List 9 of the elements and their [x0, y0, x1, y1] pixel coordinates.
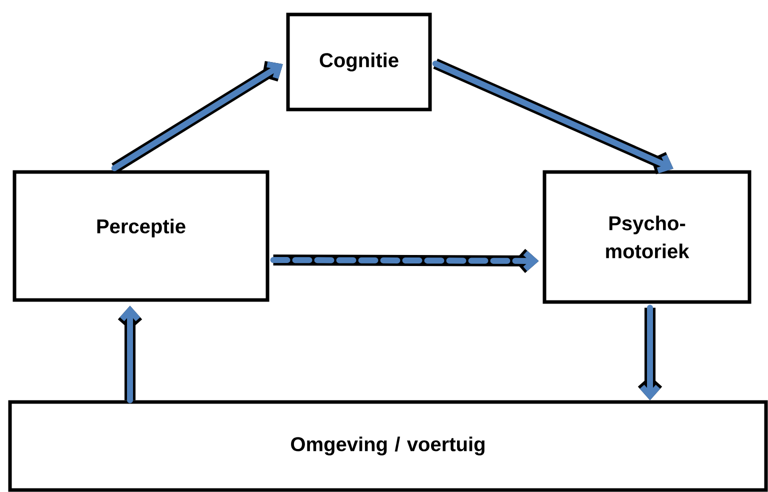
process-box: Cognitie: [286, 12, 432, 112]
arrow: [111, 60, 283, 173]
process-box: Psycho- motoriek: [542, 170, 752, 304]
arrow: [432, 58, 674, 174]
process-box: Omgeving / voertuig: [8, 400, 768, 492]
process-box: Perceptie: [12, 170, 270, 302]
arrow: [118, 306, 142, 404]
arrow: [638, 304, 662, 400]
arrow: [270, 248, 539, 274]
